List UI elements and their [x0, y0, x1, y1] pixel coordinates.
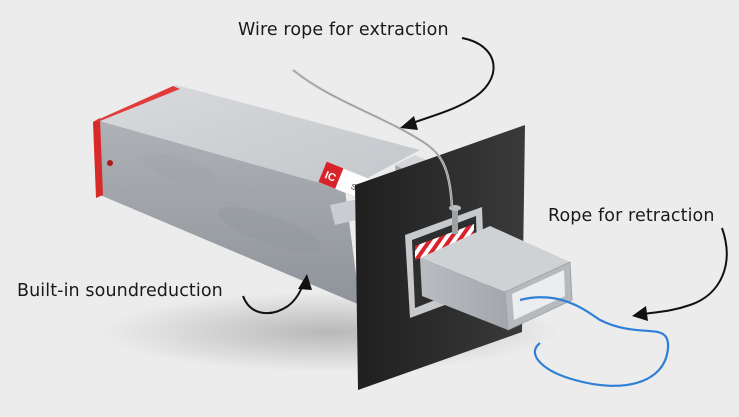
arrow-wire-rope-head	[400, 116, 418, 130]
end-cap-hole	[107, 160, 113, 166]
wire-pin	[452, 208, 458, 234]
arrow-retraction	[643, 227, 728, 315]
hazard-stripes	[415, 224, 474, 260]
inner-tube-top	[420, 226, 570, 292]
callout-sound-reduction: Built-in soundreduction	[17, 281, 223, 301]
arrow-wire-rope	[409, 37, 495, 125]
blue-rope	[519, 296, 670, 387]
arrow-sound	[242, 284, 304, 315]
housing-top-face	[96, 85, 420, 190]
arrow-sound-head	[298, 274, 312, 290]
label-logo: IC	[323, 169, 338, 184]
wire-rope-shade	[292, 69, 453, 209]
housing-texture	[218, 207, 322, 253]
housing-texture	[141, 153, 219, 187]
inner-tube-side	[420, 258, 508, 330]
housing-side-face	[96, 120, 360, 305]
red-end-cap-top	[93, 86, 180, 122]
arrow-retraction-head	[632, 306, 648, 321]
red-end-cap	[93, 118, 103, 198]
callout-rope-retraction: Rope for retraction	[548, 206, 715, 226]
callout-wire-rope: Wire rope for extraction	[238, 20, 449, 40]
inner-tube-end-hole	[512, 270, 565, 320]
